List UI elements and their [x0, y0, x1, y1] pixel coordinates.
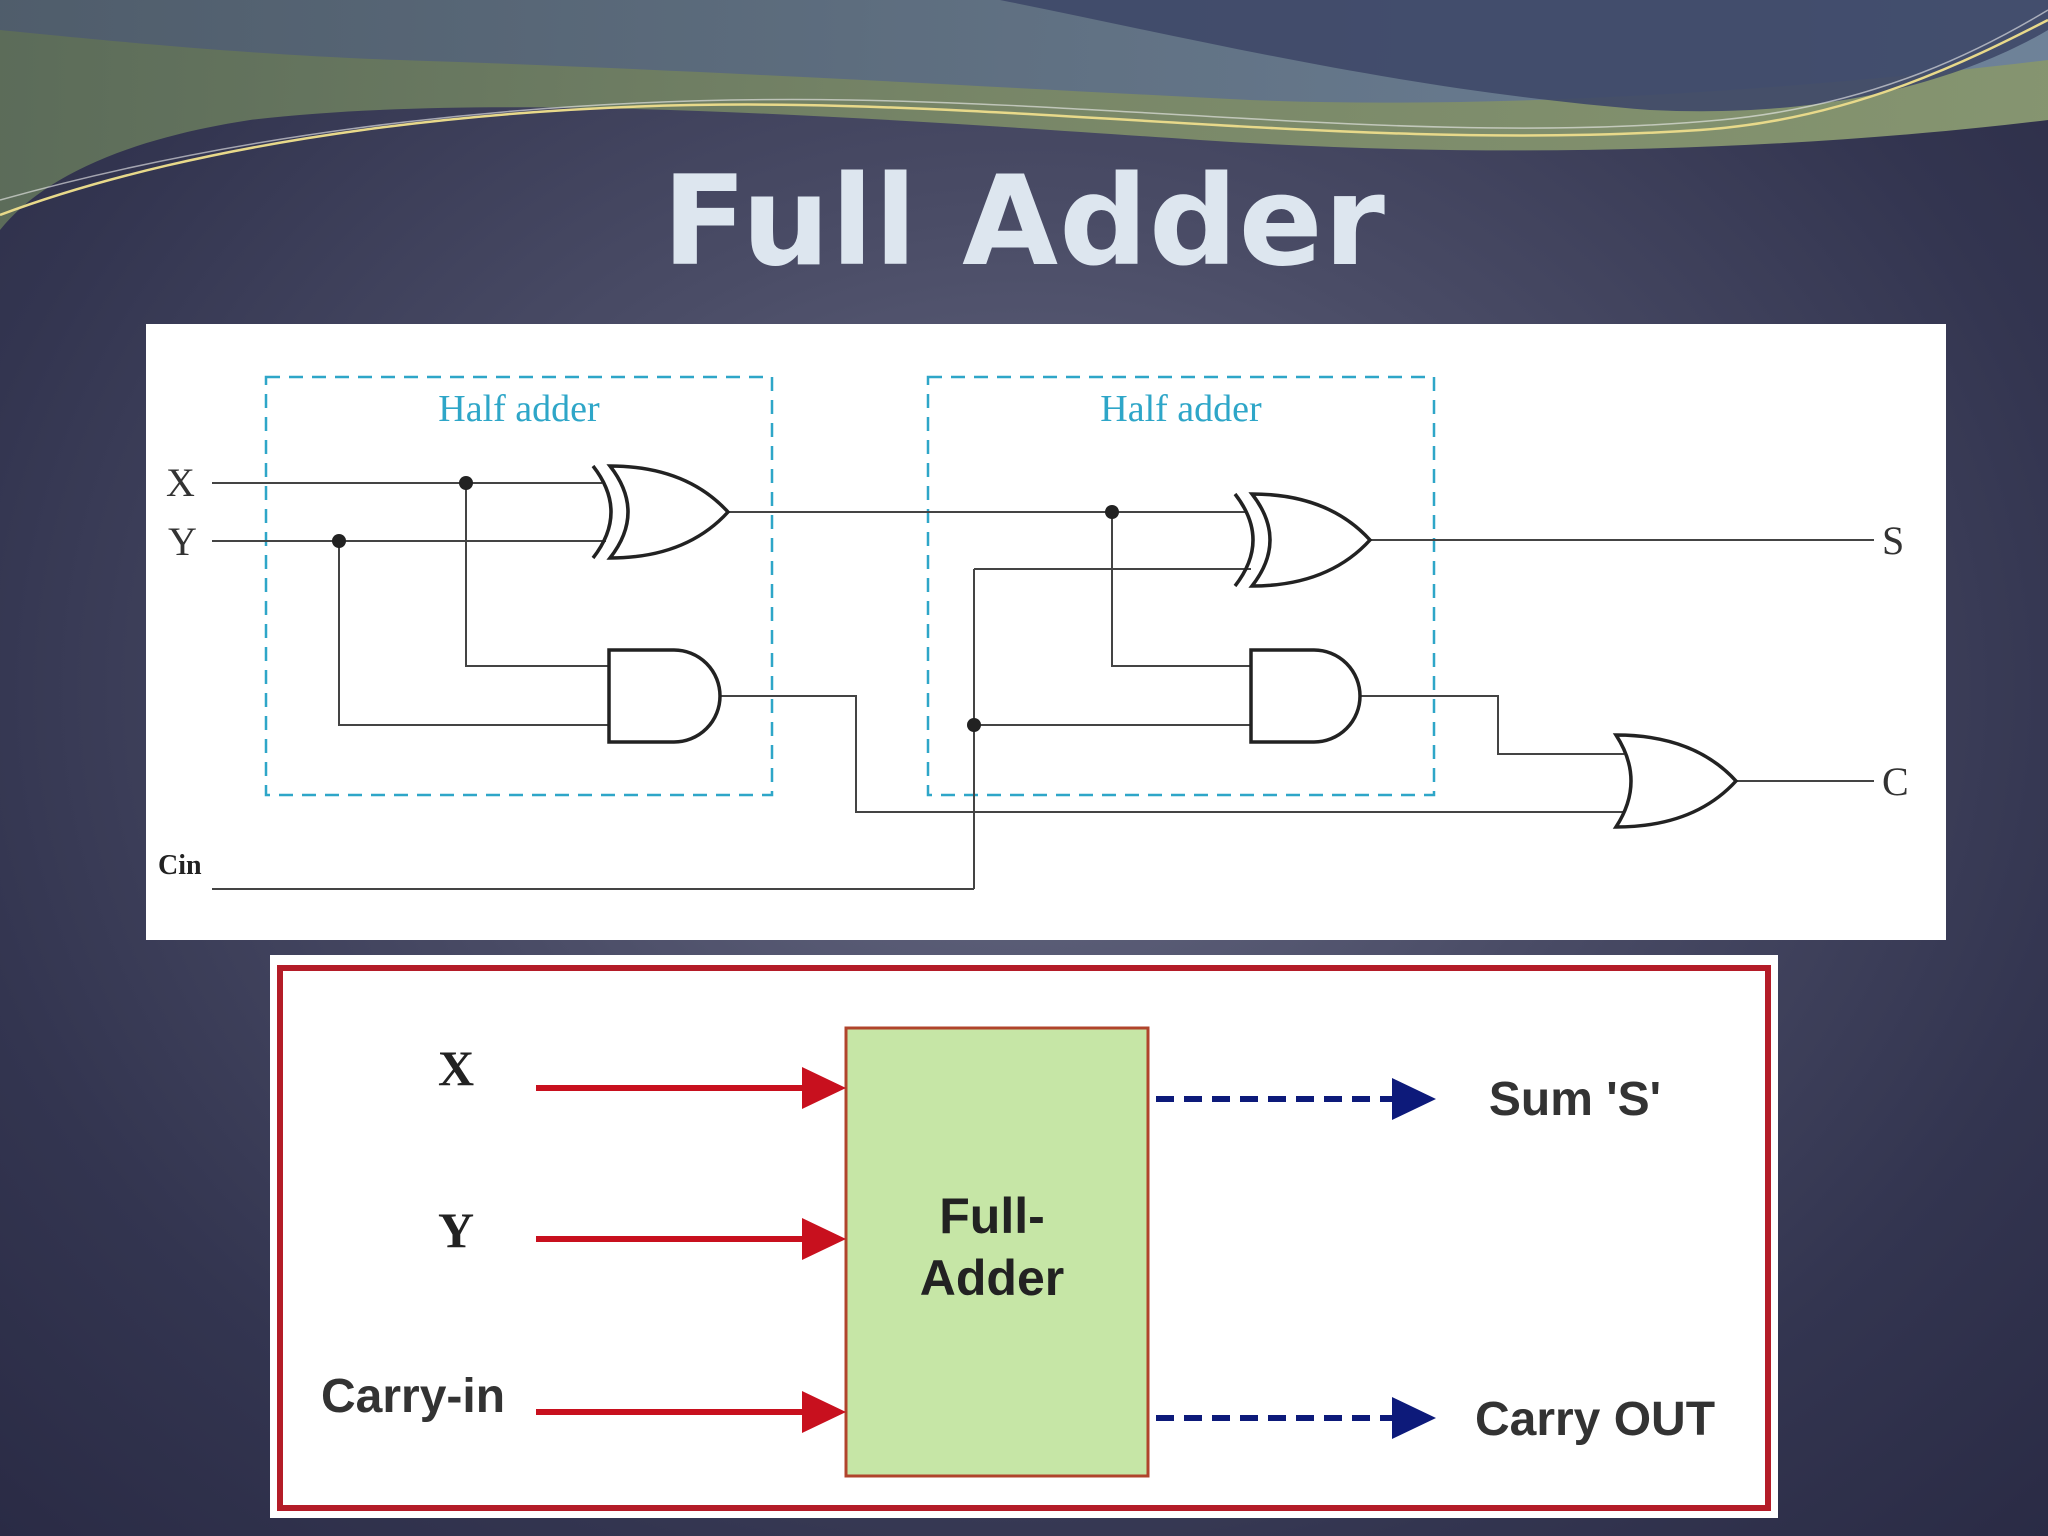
- or-gate: [1612, 733, 1739, 829]
- junction-dot: [967, 718, 981, 732]
- half-adder-label-1: Half adder: [438, 388, 600, 430]
- half-adder-label-2: Half adder: [1100, 388, 1262, 430]
- arrow-input-y: [536, 1218, 846, 1260]
- full-adder-circuit-diagram: Half adder Half adder: [146, 324, 1946, 940]
- junction-dot: [459, 476, 473, 490]
- half-adder-box-1: [264, 375, 774, 797]
- block-output-carry: Carry OUT: [1475, 1393, 1715, 1446]
- adder-label-line2: Adder: [920, 1250, 1064, 1306]
- full-adder-block-diagram: X Y Carry-in Full- Adder Sum 'S' Carry O…: [270, 955, 1778, 1518]
- block-output-sum: Sum 'S': [1489, 1073, 1661, 1126]
- junction-dot: [1105, 505, 1119, 519]
- xor-gate-2: [1233, 492, 1373, 588]
- block-input-x: X: [438, 1040, 474, 1096]
- circuit-output-c: C: [1882, 759, 1909, 804]
- xor-gate-1: [591, 464, 731, 560]
- block-input-carry: Carry-in: [321, 1370, 505, 1423]
- arrow-output-sum: [1156, 1078, 1436, 1120]
- block-frame: [277, 965, 1771, 1511]
- circuit-input-cin: Cin: [158, 850, 202, 881]
- half-adder-box-2: [926, 375, 1436, 797]
- arrow-input-carry: [536, 1391, 846, 1433]
- junction-dot: [332, 534, 346, 548]
- and-gate-2: [1249, 648, 1362, 744]
- circuit-output-s: S: [1882, 518, 1904, 563]
- block-input-y: Y: [438, 1202, 474, 1258]
- adder-label-line1: Full-: [939, 1188, 1045, 1244]
- arrow-input-x: [536, 1067, 846, 1109]
- arrow-output-carry: [1156, 1397, 1436, 1439]
- circuit-input-y: Y: [168, 519, 197, 564]
- circuit-input-x: X: [166, 460, 195, 505]
- and-gate-1: [607, 648, 722, 744]
- full-adder-box: [844, 1026, 1150, 1478]
- header-wave-decoration: [0, 0, 2048, 230]
- slide-title: Full Adder: [662, 150, 1386, 294]
